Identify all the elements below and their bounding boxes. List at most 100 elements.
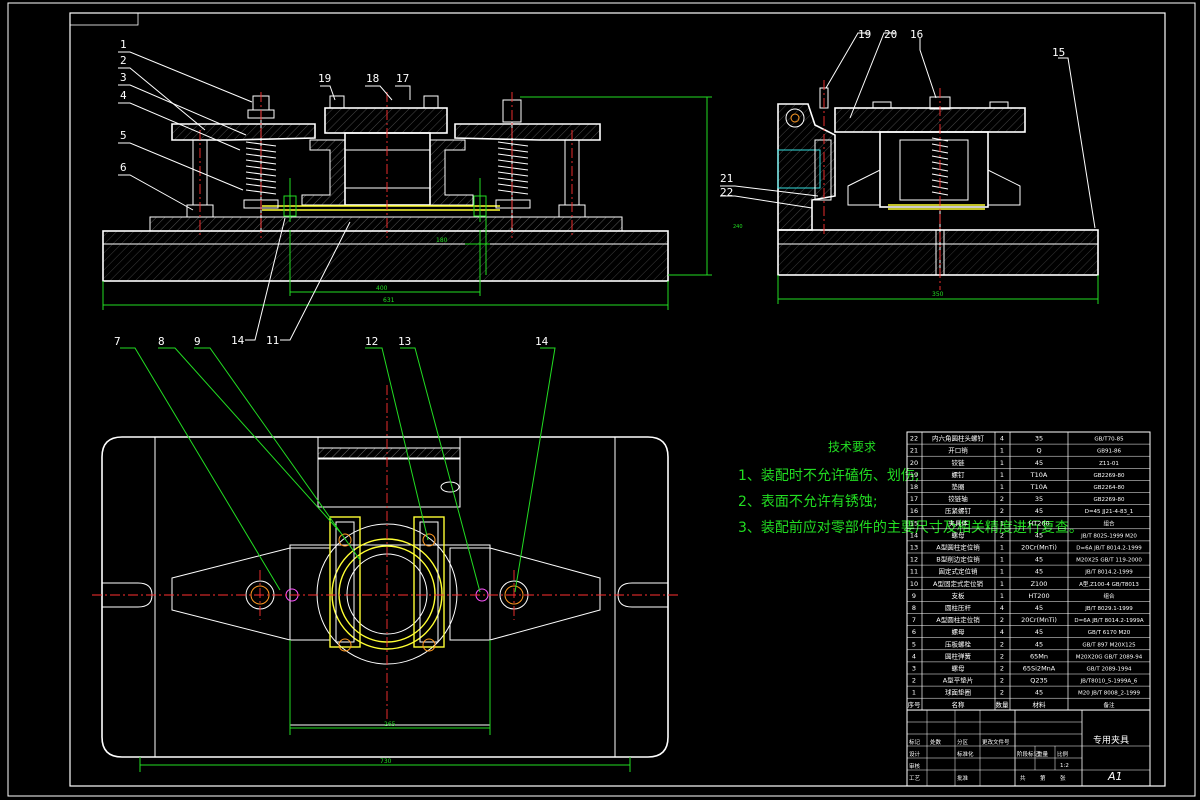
bom-cell-mat: 45 xyxy=(1035,628,1043,636)
bom-cell-std: JB/T 8014.2-1999 xyxy=(1084,570,1133,576)
bom-cell-qty: 4 xyxy=(1000,604,1004,612)
bom-cell-no: 10 xyxy=(910,580,918,588)
balloon-9: 9 xyxy=(194,335,201,348)
bom-header-name: 名称 xyxy=(952,700,966,709)
bom-cell-mat: Q235 xyxy=(1030,677,1048,685)
bom-cell-no: 6 xyxy=(912,628,916,636)
bom-cell-no: 5 xyxy=(912,640,916,648)
bom-cell-mat: 65Mn xyxy=(1030,652,1048,660)
bom-cell-name: 螺母 xyxy=(952,664,966,673)
bom-cell-qty: 2 xyxy=(1000,677,1004,685)
dim-height: 180 xyxy=(436,237,448,244)
bom-cell-mat: HT200 xyxy=(1028,592,1049,600)
bom-cell-std: GB2269-80 xyxy=(1093,497,1125,503)
bom-cell-qty: 1 xyxy=(1000,568,1004,576)
bom-cell-std: D=45 JJ21-4-83_1 xyxy=(1085,509,1134,515)
front-view: 631 400 180 xyxy=(102,92,712,310)
bom-cell-name: B型削边定位销 xyxy=(936,555,980,564)
bom-cell-qty: 1 xyxy=(1000,556,1004,564)
front-leaders xyxy=(118,51,411,341)
bom-cell-std: D=6A JB/T 8014.2-1999 xyxy=(1076,546,1142,552)
corner-box xyxy=(69,12,139,26)
side-leaders xyxy=(720,32,1096,229)
tb-std: 标准化 xyxy=(957,750,974,758)
bom-cell-std: D=6A JB/T 8014.2-1999A xyxy=(1074,618,1143,624)
bom-cell-no: 13 xyxy=(910,544,918,552)
bom-cell-mat: HT200 xyxy=(1028,519,1049,527)
bom-cell-mat: 45 xyxy=(1035,568,1043,576)
top-leaders xyxy=(120,347,556,593)
tb-weight: 重量 xyxy=(1037,750,1049,758)
bom-cell-mat: T10A xyxy=(1030,483,1048,491)
bom-header-no: 序号 xyxy=(908,700,922,709)
tb-stage: 阶段标记 xyxy=(1017,750,1040,758)
bom-cell-name: 压紧螺钉 xyxy=(945,506,972,515)
bom-cell-mat: 35 xyxy=(1035,435,1043,443)
bom-cell-qty: 1 xyxy=(1000,459,1004,467)
bom-cell-name: 铰链轴 xyxy=(948,494,968,503)
bom-cell-no: 20 xyxy=(910,459,918,467)
bom-cell-no: 22 xyxy=(910,435,918,443)
bom-cell-name: A型圆柱定位销 xyxy=(936,543,980,552)
balloon-6: 6 xyxy=(120,161,127,174)
tb-label-count: 处数 xyxy=(930,738,942,746)
bom-cell-no: 9 xyxy=(912,592,916,600)
bom-cell-mat: 65Si2MnA xyxy=(1023,665,1056,673)
bom-cell-mat: 45 xyxy=(1035,689,1043,697)
balloon-20: 20 xyxy=(884,28,897,41)
bom-cell-qty: 2 xyxy=(1000,652,1004,660)
bom-cell-name: 螺母 xyxy=(952,627,966,636)
bom-cell-mat: 45 xyxy=(1035,604,1043,612)
sheet-border-inner xyxy=(69,12,1166,787)
bom-cell-no: 2 xyxy=(912,677,916,685)
notes-line-1: 1、装配时不允许磕伤、划伤; xyxy=(738,468,920,484)
bom-cell-no: 21 xyxy=(910,447,918,455)
bom-cell-std: GB2269-80 xyxy=(1093,473,1125,479)
bom-header-mat: 材料 xyxy=(1033,700,1047,709)
balloon-17: 17 xyxy=(396,72,409,85)
bom-cell-std: 组合 xyxy=(1103,519,1115,527)
tb-total: 共 xyxy=(1020,774,1026,782)
balloon-21: 21 xyxy=(720,172,733,185)
balloon-19b: 19 xyxy=(858,28,871,41)
tb-sheet-word: 张 xyxy=(1060,774,1066,782)
bom-cell-qty: 1 xyxy=(1000,544,1004,552)
bom-cell-mat: 45 xyxy=(1035,556,1043,564)
notes-title: 技术要求 xyxy=(828,440,876,454)
bom-cell-mat: Z100 xyxy=(1031,580,1048,588)
dim-side-small: 240 xyxy=(733,224,743,230)
bom-cell-std: GB/T 2089-1994 xyxy=(1087,667,1132,673)
bom-cell-no: 11 xyxy=(910,568,918,576)
bom-cell-std: GB/T 6170 M20 xyxy=(1088,630,1131,636)
bom-cell-name: 固定式定位销 xyxy=(939,567,979,576)
balloon-5: 5 xyxy=(120,129,127,142)
bom-cell-qty: 1 xyxy=(1000,580,1004,588)
bom-cell-name: 夹具体 xyxy=(948,518,968,527)
bom-cell-mat: 45 xyxy=(1035,531,1043,539)
bom-cell-qty: 2 xyxy=(1000,531,1004,539)
bom-cell-name: 垫圈 xyxy=(952,482,965,491)
bom-header-std: 备注 xyxy=(1103,701,1115,709)
bom-cell-std: GB/T 897 M20X125 xyxy=(1082,642,1136,648)
bom-cell-mat: 45 xyxy=(1035,507,1043,515)
balloon-3: 3 xyxy=(120,71,127,84)
tb-label-doc: 更改文件号 xyxy=(982,738,1010,746)
bom-cell-name: 铰链 xyxy=(952,458,966,467)
tb-label-zone: 分区 xyxy=(957,738,969,746)
bom-cell-std: Z11-01 xyxy=(1099,461,1119,467)
bom-cell-qty: 2 xyxy=(1000,665,1004,673)
bom-cell-mat: 35 xyxy=(1035,495,1043,503)
bom-cell-mat: 45 xyxy=(1035,640,1043,648)
bom-cell-name: A型圆柱定位销 xyxy=(936,615,980,624)
bom-cell-no: 8 xyxy=(912,604,916,612)
bom-cell-mat: Q xyxy=(1036,447,1041,455)
dim-side: 350 xyxy=(932,291,944,298)
bom-cell-qty: 1 xyxy=(1000,519,1004,527)
balloon-11: 11 xyxy=(266,334,279,347)
bom-cell-qty: 2 xyxy=(1000,616,1004,624)
title-block: 标记 处数 分区 更改文件号 设计 标准化 审核 工艺 批准 阶段标记 重量 比… xyxy=(906,709,1151,787)
bom-cell-qty: 4 xyxy=(1000,435,1004,443)
tb-scale: 1:2 xyxy=(1060,763,1069,769)
